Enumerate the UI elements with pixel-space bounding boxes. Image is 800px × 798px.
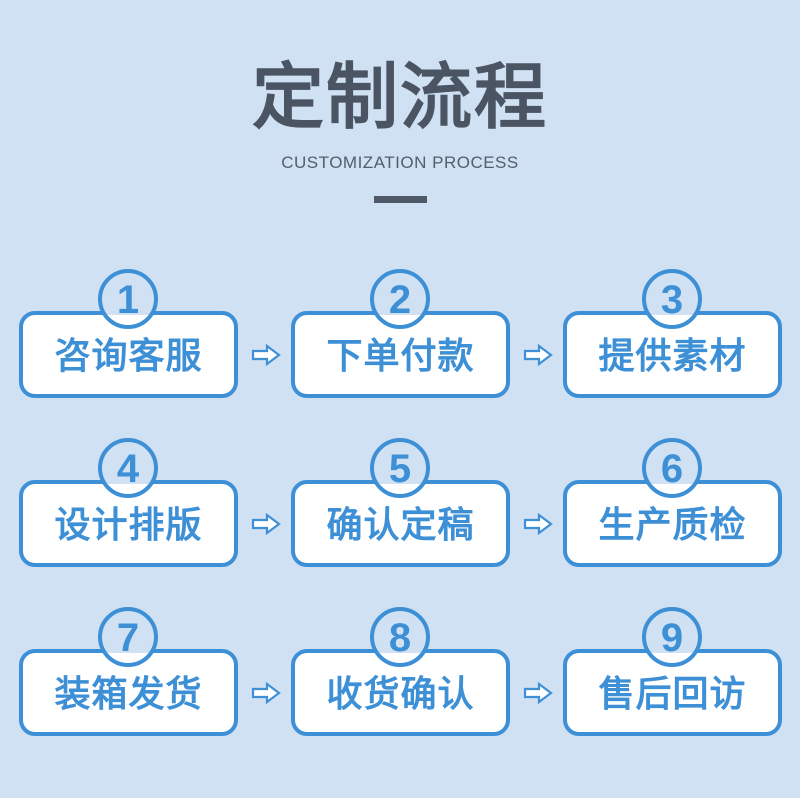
step-label: 售后回访 <box>598 674 747 715</box>
right-arrow-icon <box>523 682 553 704</box>
right-arrow-icon <box>251 513 281 535</box>
step-number: 9 <box>660 616 684 660</box>
step-6: 6 生产质检 <box>563 438 782 567</box>
step-label: 生产质检 <box>598 505 747 546</box>
step-label: 提供素材 <box>598 336 747 377</box>
step-number-circle: 6 <box>642 438 702 498</box>
step-number: 1 <box>116 278 140 322</box>
page-title: 定制流程 <box>251 55 548 139</box>
step-8: 8 收货确认 <box>291 607 510 736</box>
step-7: 7 装箱发货 <box>19 607 238 736</box>
right-arrow-icon <box>251 682 281 704</box>
step-2: 2 下单付款 <box>291 269 510 398</box>
step-number: 2 <box>388 278 412 322</box>
step-number: 6 <box>660 447 684 491</box>
title-divider <box>374 196 427 203</box>
step-label: 装箱发货 <box>54 674 203 715</box>
step-number-circle: 1 <box>98 269 158 329</box>
right-arrow-icon <box>523 513 553 535</box>
step-4: 4 设计排版 <box>19 438 238 567</box>
step-label: 设计排版 <box>54 505 203 546</box>
step-number: 5 <box>388 447 412 491</box>
right-arrow-icon <box>251 344 281 366</box>
page-subtitle: CUSTOMIZATION PROCESS <box>281 153 519 172</box>
step-5: 5 确认定稿 <box>291 438 510 567</box>
step-number-circle: 3 <box>642 269 702 329</box>
step-box <box>291 480 510 567</box>
step-label: 收货确认 <box>326 674 475 715</box>
step-number-circle: 5 <box>370 438 430 498</box>
step-number: 8 <box>388 616 412 660</box>
step-9: 9 售后回访 <box>563 607 782 736</box>
step-number: 7 <box>116 616 140 660</box>
step-1: 1 咨询客服 <box>19 269 238 398</box>
step-number-circle: 2 <box>370 269 430 329</box>
step-number: 4 <box>116 447 140 491</box>
step-number-circle: 9 <box>642 607 702 667</box>
step-number-circle: 8 <box>370 607 430 667</box>
step-number-circle: 7 <box>98 607 158 667</box>
step-label: 确认定稿 <box>326 505 475 546</box>
step-label: 咨询客服 <box>54 336 203 377</box>
step-3: 3 提供素材 <box>563 269 782 398</box>
step-number: 3 <box>660 278 684 322</box>
step-number-circle: 4 <box>98 438 158 498</box>
right-arrow-icon <box>523 344 553 366</box>
step-label: 下单付款 <box>326 336 475 377</box>
